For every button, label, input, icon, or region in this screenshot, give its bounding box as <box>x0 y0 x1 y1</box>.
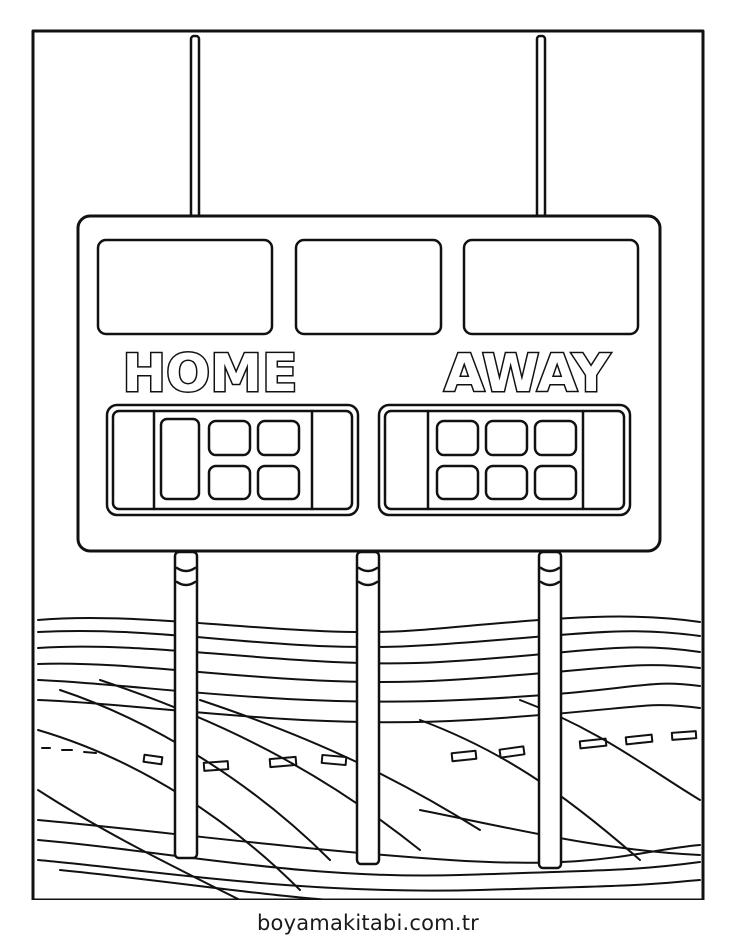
away-label: AWAY <box>444 344 611 404</box>
page-border <box>31 29 705 900</box>
scoreboard-illustration: HOME AWAY <box>31 29 705 900</box>
antenna-right <box>535 34 547 220</box>
top-panel-center <box>294 238 443 336</box>
home-score-box <box>105 403 360 517</box>
footer-site-credit: boyamakitabi.com.tr <box>257 911 479 935</box>
antenna-left <box>189 34 201 220</box>
top-panel-right <box>462 238 640 336</box>
support-poles <box>173 550 563 870</box>
away-score-box <box>377 403 632 517</box>
top-panel-left <box>96 238 274 336</box>
home-label: HOME <box>123 344 298 404</box>
dashed-line <box>41 730 698 772</box>
coloring-page: HOME AWAY <box>31 29 705 900</box>
